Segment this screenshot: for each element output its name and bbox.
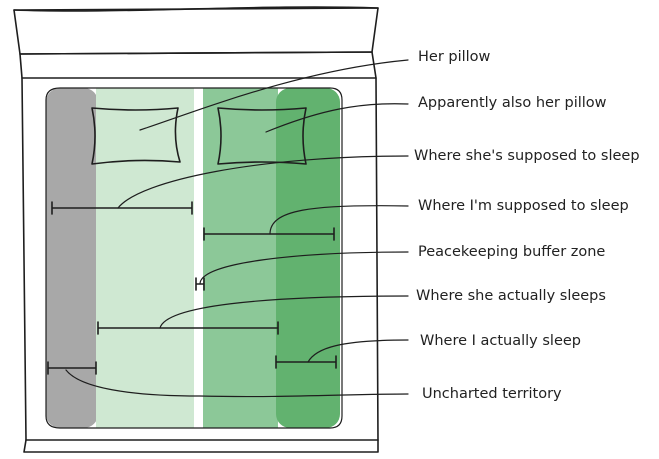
bed-foot [24, 440, 378, 452]
buffer-divider [194, 88, 203, 428]
bed-headboard [14, 8, 378, 54]
her-extension-zone [203, 88, 278, 428]
label-also-her-pillow: Apparently also her pillow [418, 95, 607, 111]
uncharted-zone [46, 88, 98, 428]
her-actual-zone [96, 88, 194, 428]
label-my-supposed: Where I'm supposed to sleep [418, 198, 629, 214]
label-uncharted: Uncharted territory [422, 386, 562, 402]
label-her-supposed: Where she's supposed to sleep [414, 148, 640, 164]
my-actual-zone [276, 88, 340, 428]
label-her-actual: Where she actually sleeps [416, 288, 606, 304]
label-her-pillow: Her pillow [418, 49, 491, 65]
label-buffer-zone: Peacekeeping buffer zone [418, 244, 605, 260]
label-my-actual: Where I actually sleep [420, 333, 581, 349]
